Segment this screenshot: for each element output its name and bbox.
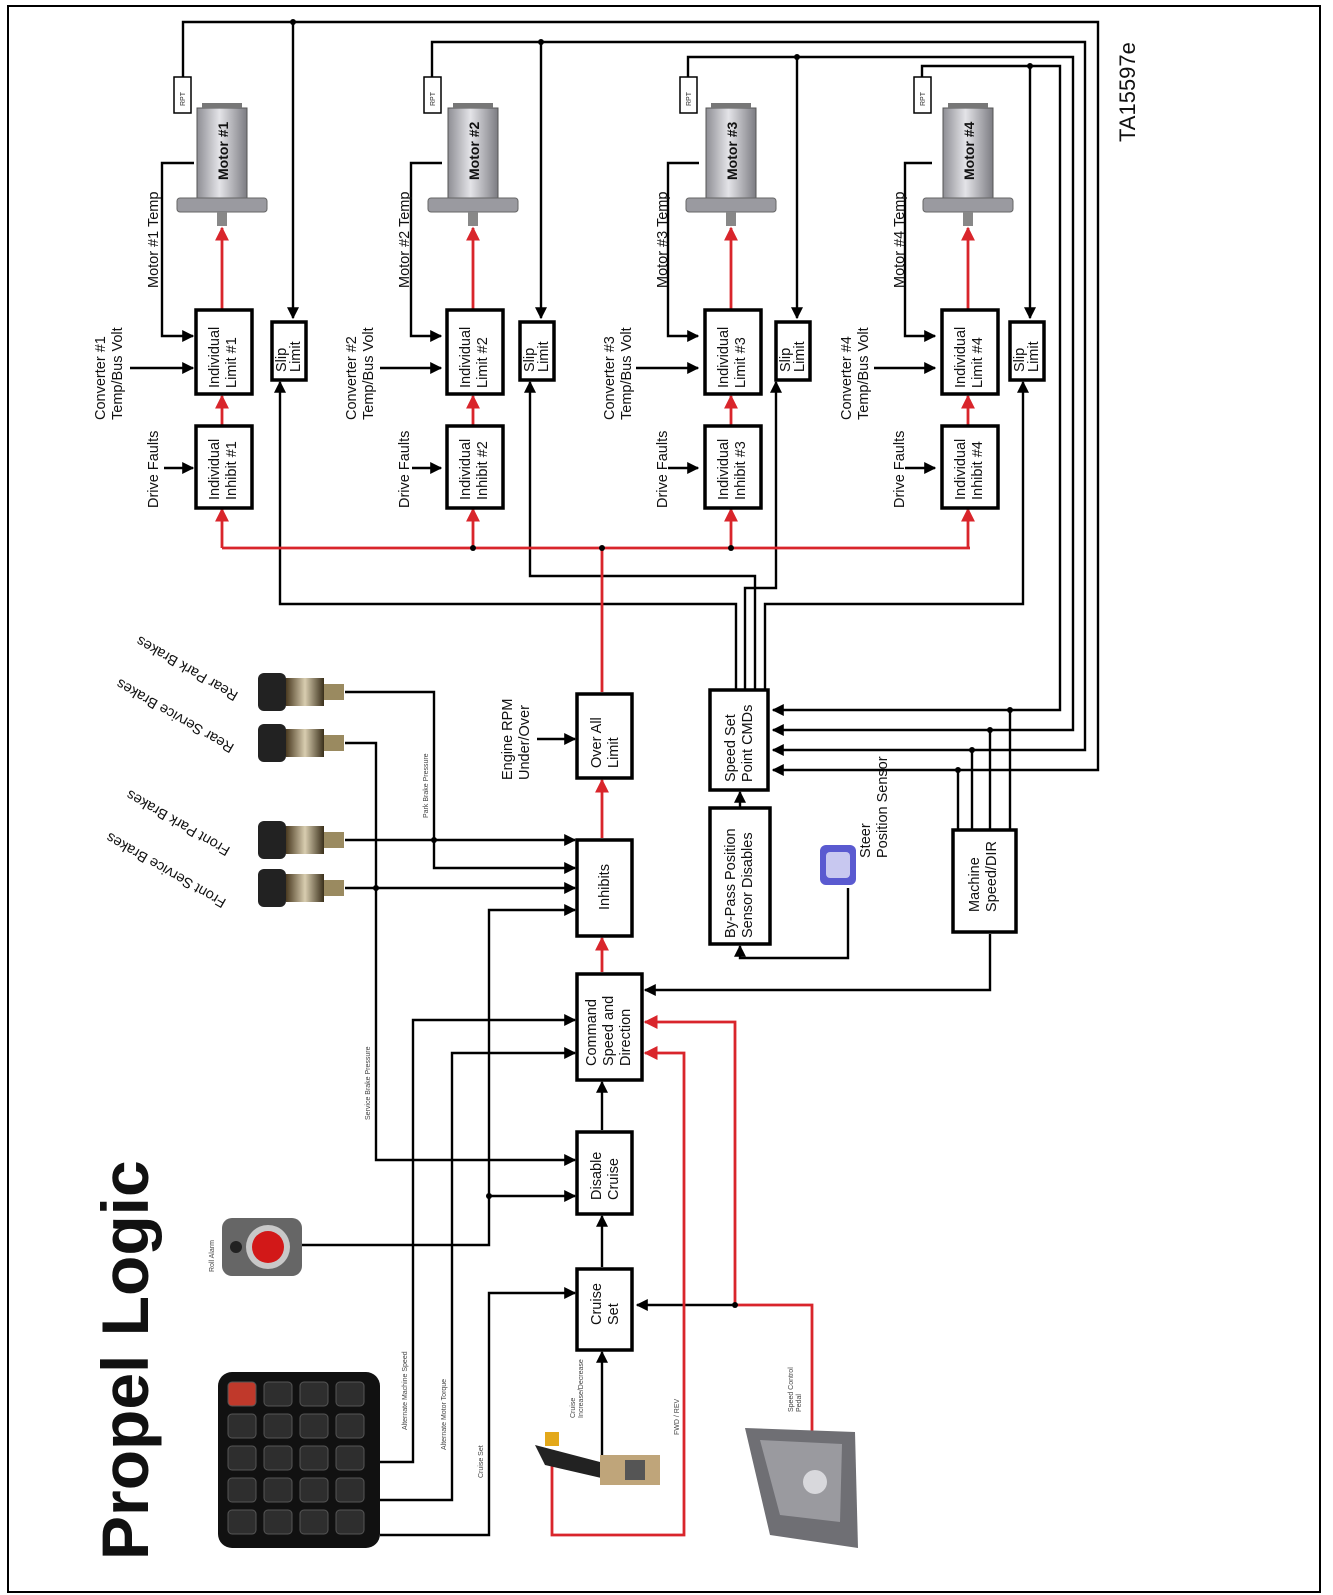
individual-inhibit-label: IndividualInhibit #1 (207, 439, 240, 500)
rpt-label: RPT (686, 91, 693, 106)
cruise-set-block: CruiseSet (577, 1269, 632, 1350)
motor-unit-1 (174, 77, 306, 508)
rpt-label: RPT (180, 91, 187, 106)
motor-flange (177, 198, 267, 212)
keypad-key (336, 1446, 364, 1470)
cruise-set-line-label: Cruise Set (478, 1445, 485, 1478)
svg-text:Speed SetPoint CMDs: Speed SetPoint CMDs (723, 705, 756, 782)
rpt-label: RPT (920, 91, 927, 106)
engine-rpm-label: Engine RPMUnder/Over (500, 699, 533, 780)
drive-faults-label: Drive Faults (397, 431, 413, 508)
pressure-sensor-icon (258, 724, 344, 762)
cruise-increase-decrease-label: CruiseIncrease/Decrease (570, 1359, 585, 1418)
svg-text:Inhibits: Inhibits (597, 864, 613, 910)
document-id: TA15597e (1115, 42, 1140, 142)
motor-label: Motor #2 (466, 121, 482, 180)
over-all-limit-block: Over AllLimit (577, 694, 632, 778)
keypad-key (300, 1414, 328, 1438)
motor-temp-label: Motor #4 Temp (892, 192, 908, 288)
pressure-sensor-icon (258, 673, 344, 711)
motor-cap (453, 103, 493, 108)
motor-label: Motor #1 (215, 121, 231, 180)
roll-alarm-button-icon (222, 1218, 302, 1276)
keypad-key (336, 1478, 364, 1502)
page-title: Propel Logic (88, 1160, 162, 1560)
roll-alarm-label: Roll Alarm (209, 1240, 216, 1272)
steer-sensor-icon (820, 845, 856, 885)
motor-flange (686, 198, 776, 212)
individual-inhibit-label: IndividualInhibit #4 (953, 439, 986, 500)
motor-label: Motor #4 (961, 121, 977, 180)
drive-faults-label: Drive Faults (655, 431, 671, 508)
keypad-key (264, 1446, 292, 1470)
keypad-key (228, 1510, 256, 1534)
pressure-sensor-icon (258, 869, 344, 907)
converter-label: Converter #1Temp/Bus Volt (93, 327, 126, 420)
drive-faults-label: Drive Faults (146, 431, 162, 508)
inhibits-block: Inhibits (577, 840, 632, 936)
steer-position-sensor-label: SteerPosition Sensor (858, 756, 891, 858)
individual-inhibit-label: IndividualInhibit #3 (716, 439, 749, 500)
machine-speed-dir-block: MachineSpeed/DIR (953, 830, 1016, 932)
speed-set-point-block: Speed SetPoint CMDs (710, 690, 768, 790)
motor-cap (948, 103, 988, 108)
keypad-icon (218, 1372, 380, 1548)
motor-label: Motor #3 (724, 121, 740, 180)
individual-inhibit-label: IndividualInhibit #2 (458, 439, 491, 500)
rpt-label: RPT (430, 91, 437, 106)
keypad-key (336, 1382, 364, 1406)
motor-shaft (217, 212, 227, 226)
pressure-sensor-icon (258, 821, 344, 859)
keypad-key (264, 1478, 292, 1502)
speed-pedal-icon (745, 1428, 858, 1548)
keypad-key (264, 1414, 292, 1438)
motor-temp-label: Motor #3 Temp (655, 192, 671, 288)
keypad-key (336, 1414, 364, 1438)
keypad-key (300, 1446, 328, 1470)
drive-faults-label: Drive Faults (892, 431, 908, 508)
motor-cap (711, 103, 751, 108)
keypad-key (228, 1382, 256, 1406)
converter-label: Converter #3Temp/Bus Volt (602, 327, 635, 420)
keypad-key (264, 1510, 292, 1534)
motor-shaft (963, 212, 973, 226)
joystick-icon (535, 1432, 660, 1485)
alternate-motor-torque-label: Alternate Motor Torque (441, 1379, 448, 1450)
svg-text:DisableCruise: DisableCruise (589, 1152, 622, 1200)
service-brake-pressure-label: Service Brake Pressure (365, 1046, 372, 1120)
keypad-key (228, 1446, 256, 1470)
keypad-key (300, 1478, 328, 1502)
park-brake-pressure-label: Park Brake Pressure (423, 753, 430, 818)
command-speed-direction-block: CommandSpeed andDirection (577, 974, 642, 1080)
keypad-key (228, 1414, 256, 1438)
keypad-key (300, 1382, 328, 1406)
alternate-machine-speed-label: Alternate Machine Speed (402, 1351, 409, 1430)
motor-cap (202, 103, 242, 108)
fwd-rev-label: FWD / REV (674, 1399, 681, 1435)
keypad-key (228, 1478, 256, 1502)
motor-flange (923, 198, 1013, 212)
keypad-key (264, 1382, 292, 1406)
motor-temp-label: Motor #2 Temp (397, 192, 413, 288)
converter-label: Converter #2Temp/Bus Volt (344, 327, 377, 420)
motor-shaft (726, 212, 736, 226)
bypass-position-sensor-block: By-Pass PositionSensor Disables (710, 808, 770, 944)
keypad-key (336, 1510, 364, 1534)
converter-label: Converter #4Temp/Bus Volt (839, 327, 872, 420)
keypad-key (300, 1510, 328, 1534)
svg-text:By-Pass PositionSensor Disable: By-Pass PositionSensor Disables (723, 828, 756, 938)
motor-shaft (468, 212, 478, 226)
speed-control-pedal-label: Speed ControlPedal (788, 1367, 803, 1412)
motor-flange (428, 198, 518, 212)
disable-cruise-block: DisableCruise (577, 1132, 632, 1214)
motor-temp-label: Motor #1 Temp (146, 192, 162, 288)
